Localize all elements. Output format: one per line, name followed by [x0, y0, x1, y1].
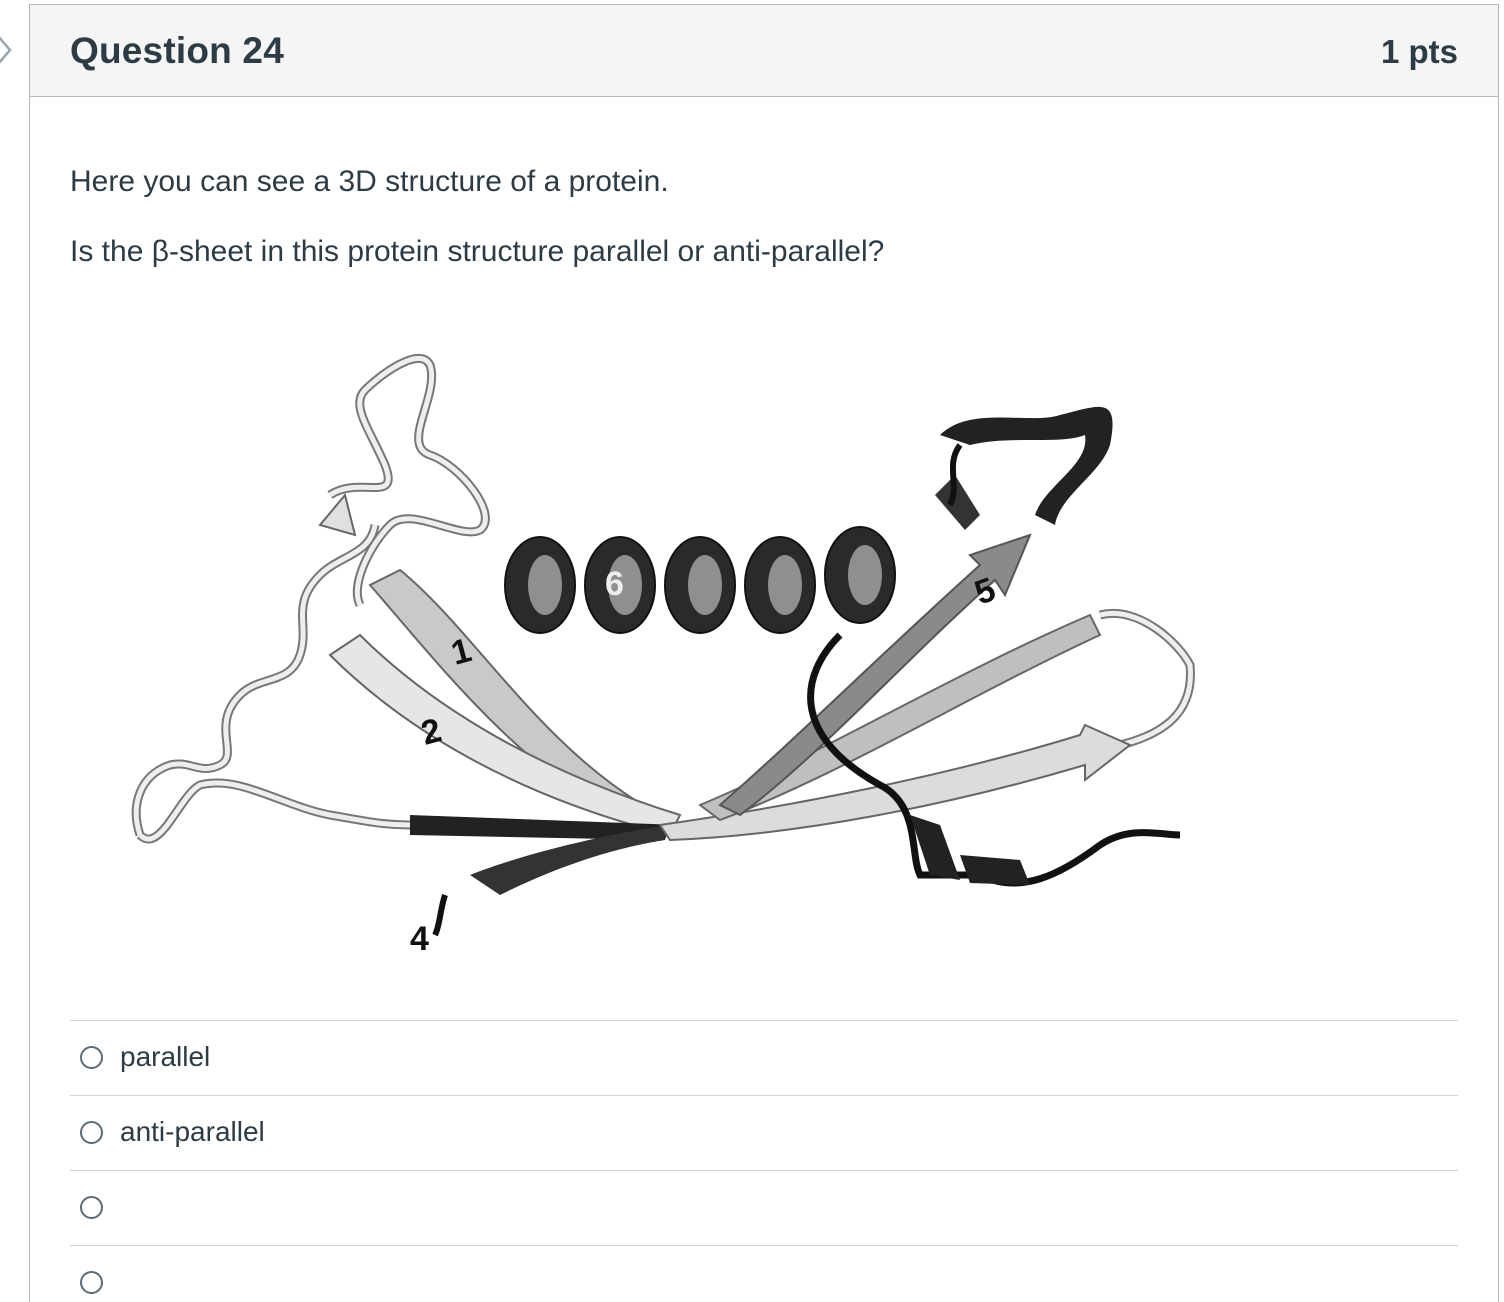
answer-label[interactable]: parallel	[120, 1041, 211, 1072]
question-text-prompt: Is the β-sheet in this protein structure…	[70, 235, 885, 268]
answer-label[interactable]: anti-parallel	[120, 1116, 265, 1147]
strand-label-4: 4	[410, 920, 429, 958]
answer-option-blank-2[interactable]	[70, 1245, 1458, 1302]
question-title: Question 24	[70, 30, 284, 71]
answer-list: parallel anti-parallel	[70, 1020, 1458, 1302]
question-points: 1 pts	[1380, 33, 1458, 70]
radio-button[interactable]	[80, 1196, 103, 1219]
answer-option-anti-parallel[interactable]: anti-parallel	[70, 1095, 1458, 1170]
chevron-right-icon[interactable]	[0, 30, 18, 70]
helix-label-6: 6	[605, 565, 624, 603]
radio-button[interactable]	[80, 1046, 103, 1069]
answer-option-parallel[interactable]: parallel	[70, 1020, 1458, 1095]
radio-button[interactable]	[80, 1121, 103, 1144]
protein-structure-image: 1 2 3 4 5 6	[131, 353, 1195, 958]
radio-button[interactable]	[80, 1271, 103, 1294]
question-card: Question 24 1 pts Here you can see a 3D …	[29, 4, 1499, 1302]
question-text-intro: Here you can see a 3D structure of a pro…	[70, 165, 669, 198]
answer-option-blank-1[interactable]	[70, 1170, 1458, 1245]
question-header: Question 24 1 pts	[30, 5, 1498, 97]
